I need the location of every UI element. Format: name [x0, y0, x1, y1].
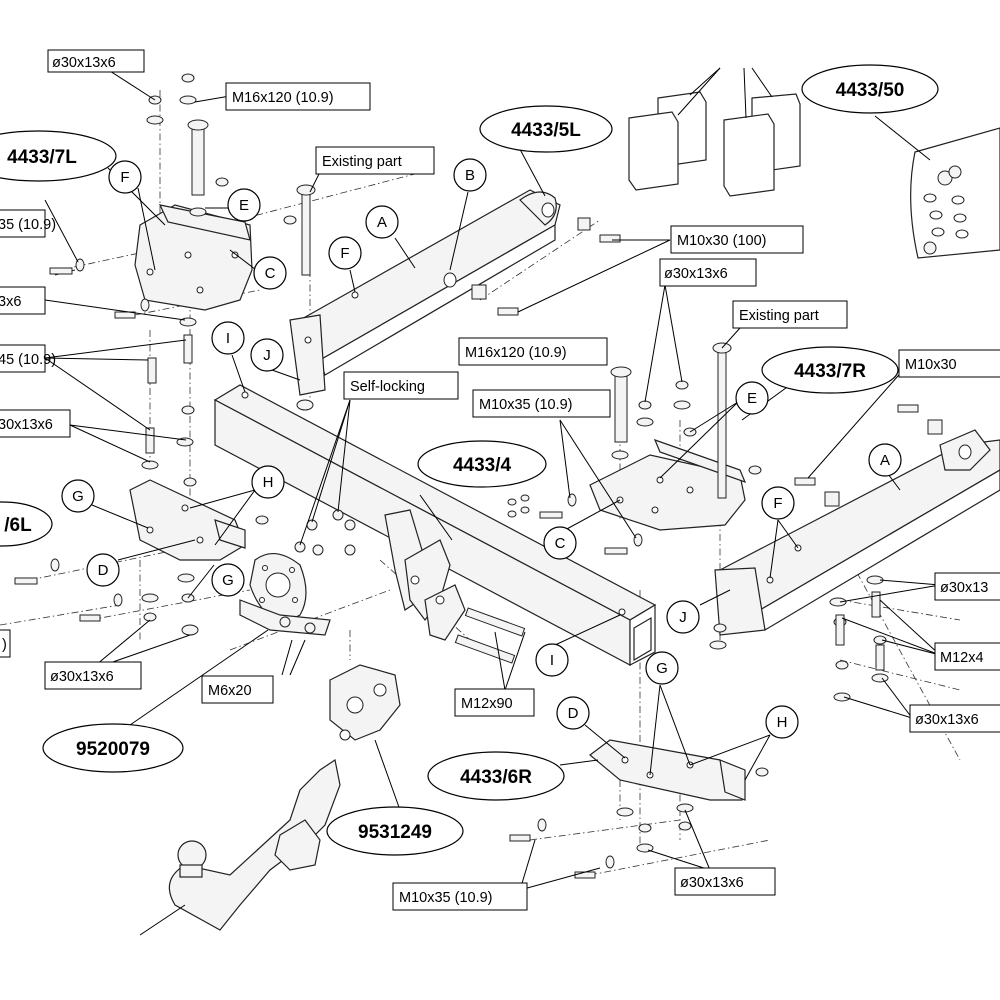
- spec-m10x35-mid: M10x35 (10.9): [479, 397, 573, 413]
- spec-cut-left-4: 30x13x6: [0, 417, 53, 433]
- callout-E: E: [239, 197, 249, 214]
- spec-existing-part-1: Existing part: [322, 154, 402, 170]
- callout-G-2: G: [222, 572, 234, 589]
- callout-circle-F: [108, 160, 142, 194]
- socket-bracket-9520079: [129, 553, 331, 726]
- callout-circle-G: [61, 479, 95, 513]
- callout-A: A: [377, 214, 387, 231]
- callout-circle-C-2: [543, 526, 577, 560]
- part-label-9531249: 9531249: [358, 822, 432, 843]
- callout-circle-C: [253, 256, 287, 290]
- lock-mechanism-9531249: [329, 664, 401, 811]
- spec-cut-top-left: ø30x13x6: [52, 55, 116, 71]
- callout-circle-F-3: [761, 486, 795, 520]
- callout-G-3: G: [656, 660, 668, 677]
- callout-circle-E: [227, 188, 261, 222]
- spec-washer-right-lower: ø30x13x6: [915, 712, 979, 728]
- callout-circle-A: [365, 205, 399, 239]
- spec-self-locking: Self-locking: [350, 379, 425, 395]
- part-label-4433-6L: /6L: [4, 515, 32, 536]
- fasteners: [14, 73, 943, 879]
- part-label-4433-50: 4433/50: [836, 80, 905, 101]
- spec-m12x4-right: M12x4: [940, 650, 984, 666]
- callout-circle-F-2: [328, 236, 362, 270]
- callout-C-2: C: [555, 535, 566, 552]
- bracket-4433-6R: [589, 739, 746, 801]
- arm-right: [714, 429, 1000, 636]
- spec-washer-left-bottom: ø30x13x6: [50, 669, 114, 685]
- spec-m6x20: M6x20: [208, 683, 252, 699]
- callout-circle-H: [251, 465, 285, 499]
- callout-B: B: [465, 167, 475, 184]
- bracket-4433-7L: [107, 167, 253, 311]
- crossbar-4433-4: [213, 384, 657, 666]
- spec-m10x30-100: M10x30 (100): [677, 233, 766, 249]
- spec-existing-part-2: Existing part: [739, 308, 819, 324]
- spec-washer-bottom-right: ø30x13x6: [680, 875, 744, 891]
- callout-I-2: I: [550, 652, 554, 669]
- callout-circle-I-2: [535, 643, 569, 677]
- callout-F-3: F: [773, 495, 782, 512]
- callout-F: F: [120, 169, 129, 186]
- tow-ball-neck: [139, 759, 341, 936]
- callout-H: H: [263, 474, 274, 491]
- part-label-4433-5L: 4433/5L: [511, 120, 581, 141]
- bracket-4433-7R: [589, 438, 747, 531]
- callout-I: I: [226, 330, 230, 347]
- spec-cut-left-2: 3x6: [0, 294, 21, 310]
- callout-D: D: [98, 562, 109, 579]
- callout-H-2: H: [777, 714, 788, 731]
- part-label-4433-4: 4433/4: [453, 455, 512, 476]
- part-label-4433-7L: 4433/7L: [7, 147, 77, 168]
- callout-circle-I: [211, 321, 245, 355]
- callout-A-2: A: [880, 452, 890, 469]
- part-label-9520079: 9520079: [76, 739, 150, 760]
- callout-circle-H-2: [765, 705, 799, 739]
- spec-m12x90: M12x90: [461, 696, 513, 712]
- callout-circle-J-2: [666, 600, 700, 634]
- hardware-bag-4433-50: [910, 127, 1000, 259]
- letter-callouts: F E C B A F I J G H D G E C A F J I G: [61, 158, 902, 781]
- callout-circle-D: [86, 553, 120, 587]
- spec-cut-left-5: ): [2, 637, 7, 653]
- hardware-bags-4433-50: [628, 67, 1000, 259]
- callout-J-2: J: [679, 609, 687, 626]
- part-label-4433-6R: 4433/6R: [460, 767, 532, 788]
- spec-washer-right-upper: ø30x13: [940, 580, 988, 596]
- callout-F-2: F: [340, 245, 349, 262]
- callout-J: J: [263, 347, 271, 364]
- bracket-4433-6L: [129, 479, 246, 561]
- callout-circle-A-2: [868, 443, 902, 477]
- callout-circle-D-2: [556, 696, 590, 730]
- callout-G: G: [72, 488, 84, 505]
- callout-circle-E-2: [735, 381, 769, 415]
- spec-m16x120-top: M16x120 (10.9): [232, 90, 334, 106]
- part-number-callouts: 4433/50 4433/5L 4433/7L 4433/7R 4433/4 /…: [0, 64, 939, 856]
- callout-E-2: E: [747, 390, 757, 407]
- spec-cut-left-1: 35 (10.9): [0, 217, 56, 233]
- spec-labels: M16x120 (10.9) Existing part M10x30 (100…: [0, 49, 1000, 911]
- callout-D-2: D: [568, 705, 579, 722]
- part-label-4433-7R: 4433/7R: [794, 361, 866, 382]
- callout-circle-G-2: [211, 563, 245, 597]
- spec-m16x120-mid: M16x120 (10.9): [465, 345, 567, 361]
- callout-C: C: [265, 265, 276, 282]
- spec-m10x30-right: M10x30: [905, 357, 957, 373]
- callout-circle-B: [453, 158, 487, 192]
- callout-circle-J: [250, 338, 284, 372]
- callout-circle-G-3: [645, 651, 679, 685]
- spec-cut-left-3: 45 (10.9): [0, 352, 56, 368]
- spec-m10x35-bottom: M10x35 (10.9): [399, 890, 493, 906]
- arm-4433-5L: [289, 189, 561, 396]
- spec-washer-top-mid: ø30x13x6: [664, 266, 728, 282]
